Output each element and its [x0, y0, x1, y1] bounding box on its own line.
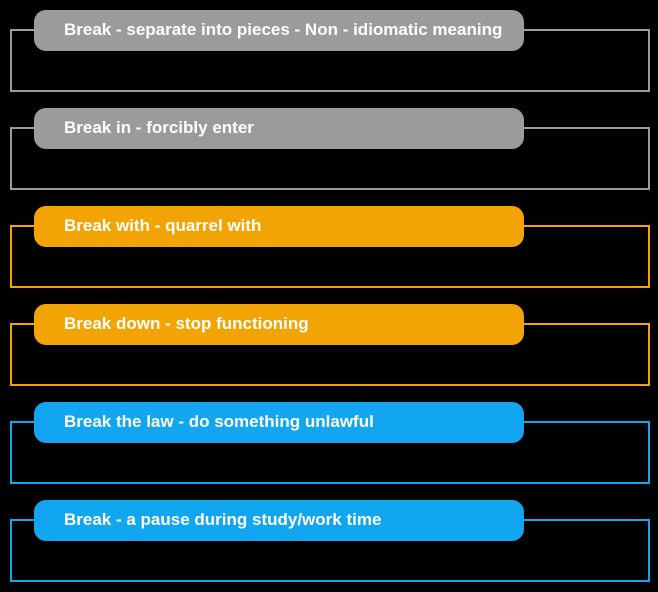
definition-label: Break with - quarrel with [64, 216, 262, 236]
definition-section-break-down: Break down - stop functioning [0, 294, 658, 392]
definition-section-break-literal: Break - separate into pieces - Non - idi… [0, 0, 658, 98]
definition-section-break-in: Break in - forcibly enter [0, 98, 658, 196]
definition-pill: Break - a pause during study/work time [34, 500, 524, 541]
definition-pill: Break with - quarrel with [34, 206, 524, 247]
definition-pill: Break - separate into pieces - Non - idi… [34, 10, 524, 51]
definition-label: Break down - stop functioning [64, 314, 309, 334]
definition-pill: Break the law - do something unlawful [34, 402, 524, 443]
definition-pill: Break down - stop functioning [34, 304, 524, 345]
definition-section-break-the-law: Break the law - do something unlawful [0, 392, 658, 490]
definition-label: Break - separate into pieces - Non - idi… [64, 20, 503, 40]
definition-pill: Break in - forcibly enter [34, 108, 524, 149]
definition-label: Break - a pause during study/work time [64, 510, 382, 530]
definition-section-break-with: Break with - quarrel with [0, 196, 658, 294]
definition-label: Break the law - do something unlawful [64, 412, 374, 432]
definition-section-break-pause: Break - a pause during study/work time [0, 490, 658, 588]
definition-label: Break in - forcibly enter [64, 118, 254, 138]
